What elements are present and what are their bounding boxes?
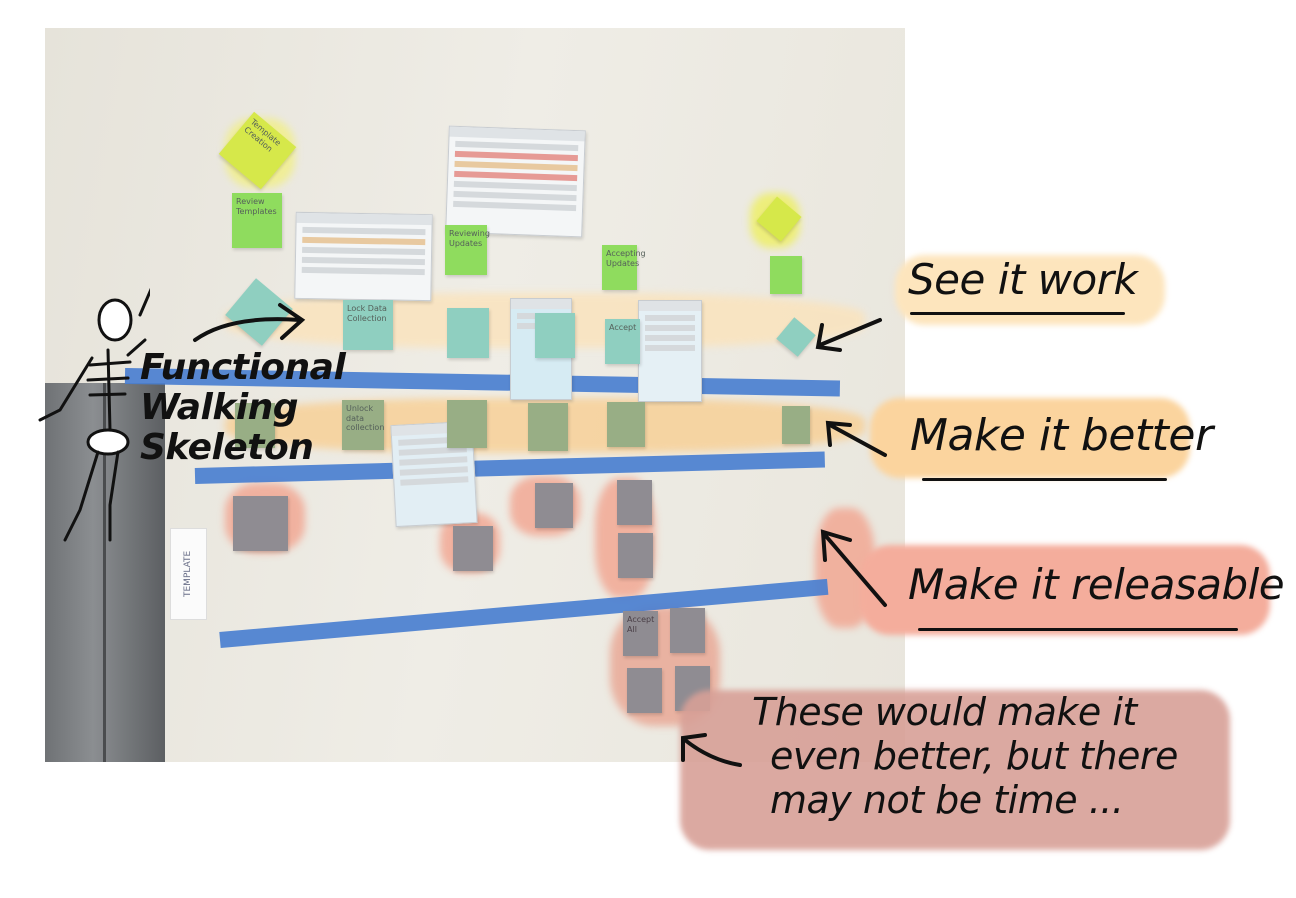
arrow-icon xyxy=(815,318,882,352)
sticky-note xyxy=(627,668,662,713)
make-it-better-label: Make it better xyxy=(910,410,1213,461)
sticky-note xyxy=(782,406,810,444)
sticky-note xyxy=(617,480,652,525)
sticky-note-unlock-data-collection: Unlock data collection xyxy=(342,400,384,450)
sticky-note-accept: Accept xyxy=(605,319,640,364)
sticky-note xyxy=(447,308,489,358)
sticky-note xyxy=(453,526,493,571)
make-it-releasable-label: Make it releasable xyxy=(908,560,1285,609)
sticky-note xyxy=(235,403,275,448)
sticky-note xyxy=(607,402,645,447)
skeleton-label-line: Skeleton xyxy=(140,427,314,468)
sticky-note xyxy=(528,403,568,451)
sticky-note-lock-data-collection: Lock Data Collection xyxy=(343,300,393,350)
sticky-note xyxy=(670,608,705,653)
make-it-better-highlight xyxy=(870,398,1190,478)
skeleton-label-line: Walking xyxy=(140,387,299,428)
sticky-note xyxy=(618,533,653,578)
arrow-icon xyxy=(193,303,306,342)
arrow-icon xyxy=(820,529,887,607)
later-highlight xyxy=(680,690,1230,850)
sticky-note xyxy=(535,313,575,358)
underline xyxy=(922,478,1167,481)
later-note-line: even better, but there xyxy=(770,734,1178,778)
skeleton-label: Functional Walking Skeleton xyxy=(140,347,346,468)
sticky-note-review-templates: Review Templates xyxy=(232,193,282,248)
printed-screenshot xyxy=(638,300,702,402)
sticky-note xyxy=(233,496,288,551)
later-note-line: may not be time ... xyxy=(770,778,1124,822)
story-map-photo: Template Creation Review Templates Revie… xyxy=(45,28,905,762)
sticky-note-accepting-updates: Accepting Updates xyxy=(602,245,646,290)
sticky-note xyxy=(447,400,487,448)
later-note-line: These would make it xyxy=(752,690,1137,734)
later-note: These would make it even better, but the… xyxy=(752,690,1178,822)
sticky-note xyxy=(535,483,573,528)
arrow-icon xyxy=(825,420,887,457)
underline xyxy=(910,312,1125,315)
sticky-note-accept-all: Accept All xyxy=(623,611,658,656)
arrow-icon xyxy=(681,733,742,767)
sticky-note xyxy=(770,256,802,294)
underline xyxy=(918,628,1238,631)
make-it-releasable-highlight xyxy=(860,545,1270,635)
skeleton-icon xyxy=(38,287,150,542)
skeleton-label-line: Functional xyxy=(140,347,346,388)
sticky-note-reviewing-updates: Reviewing Updates xyxy=(445,225,490,275)
see-it-work-label: See it work xyxy=(908,255,1138,304)
